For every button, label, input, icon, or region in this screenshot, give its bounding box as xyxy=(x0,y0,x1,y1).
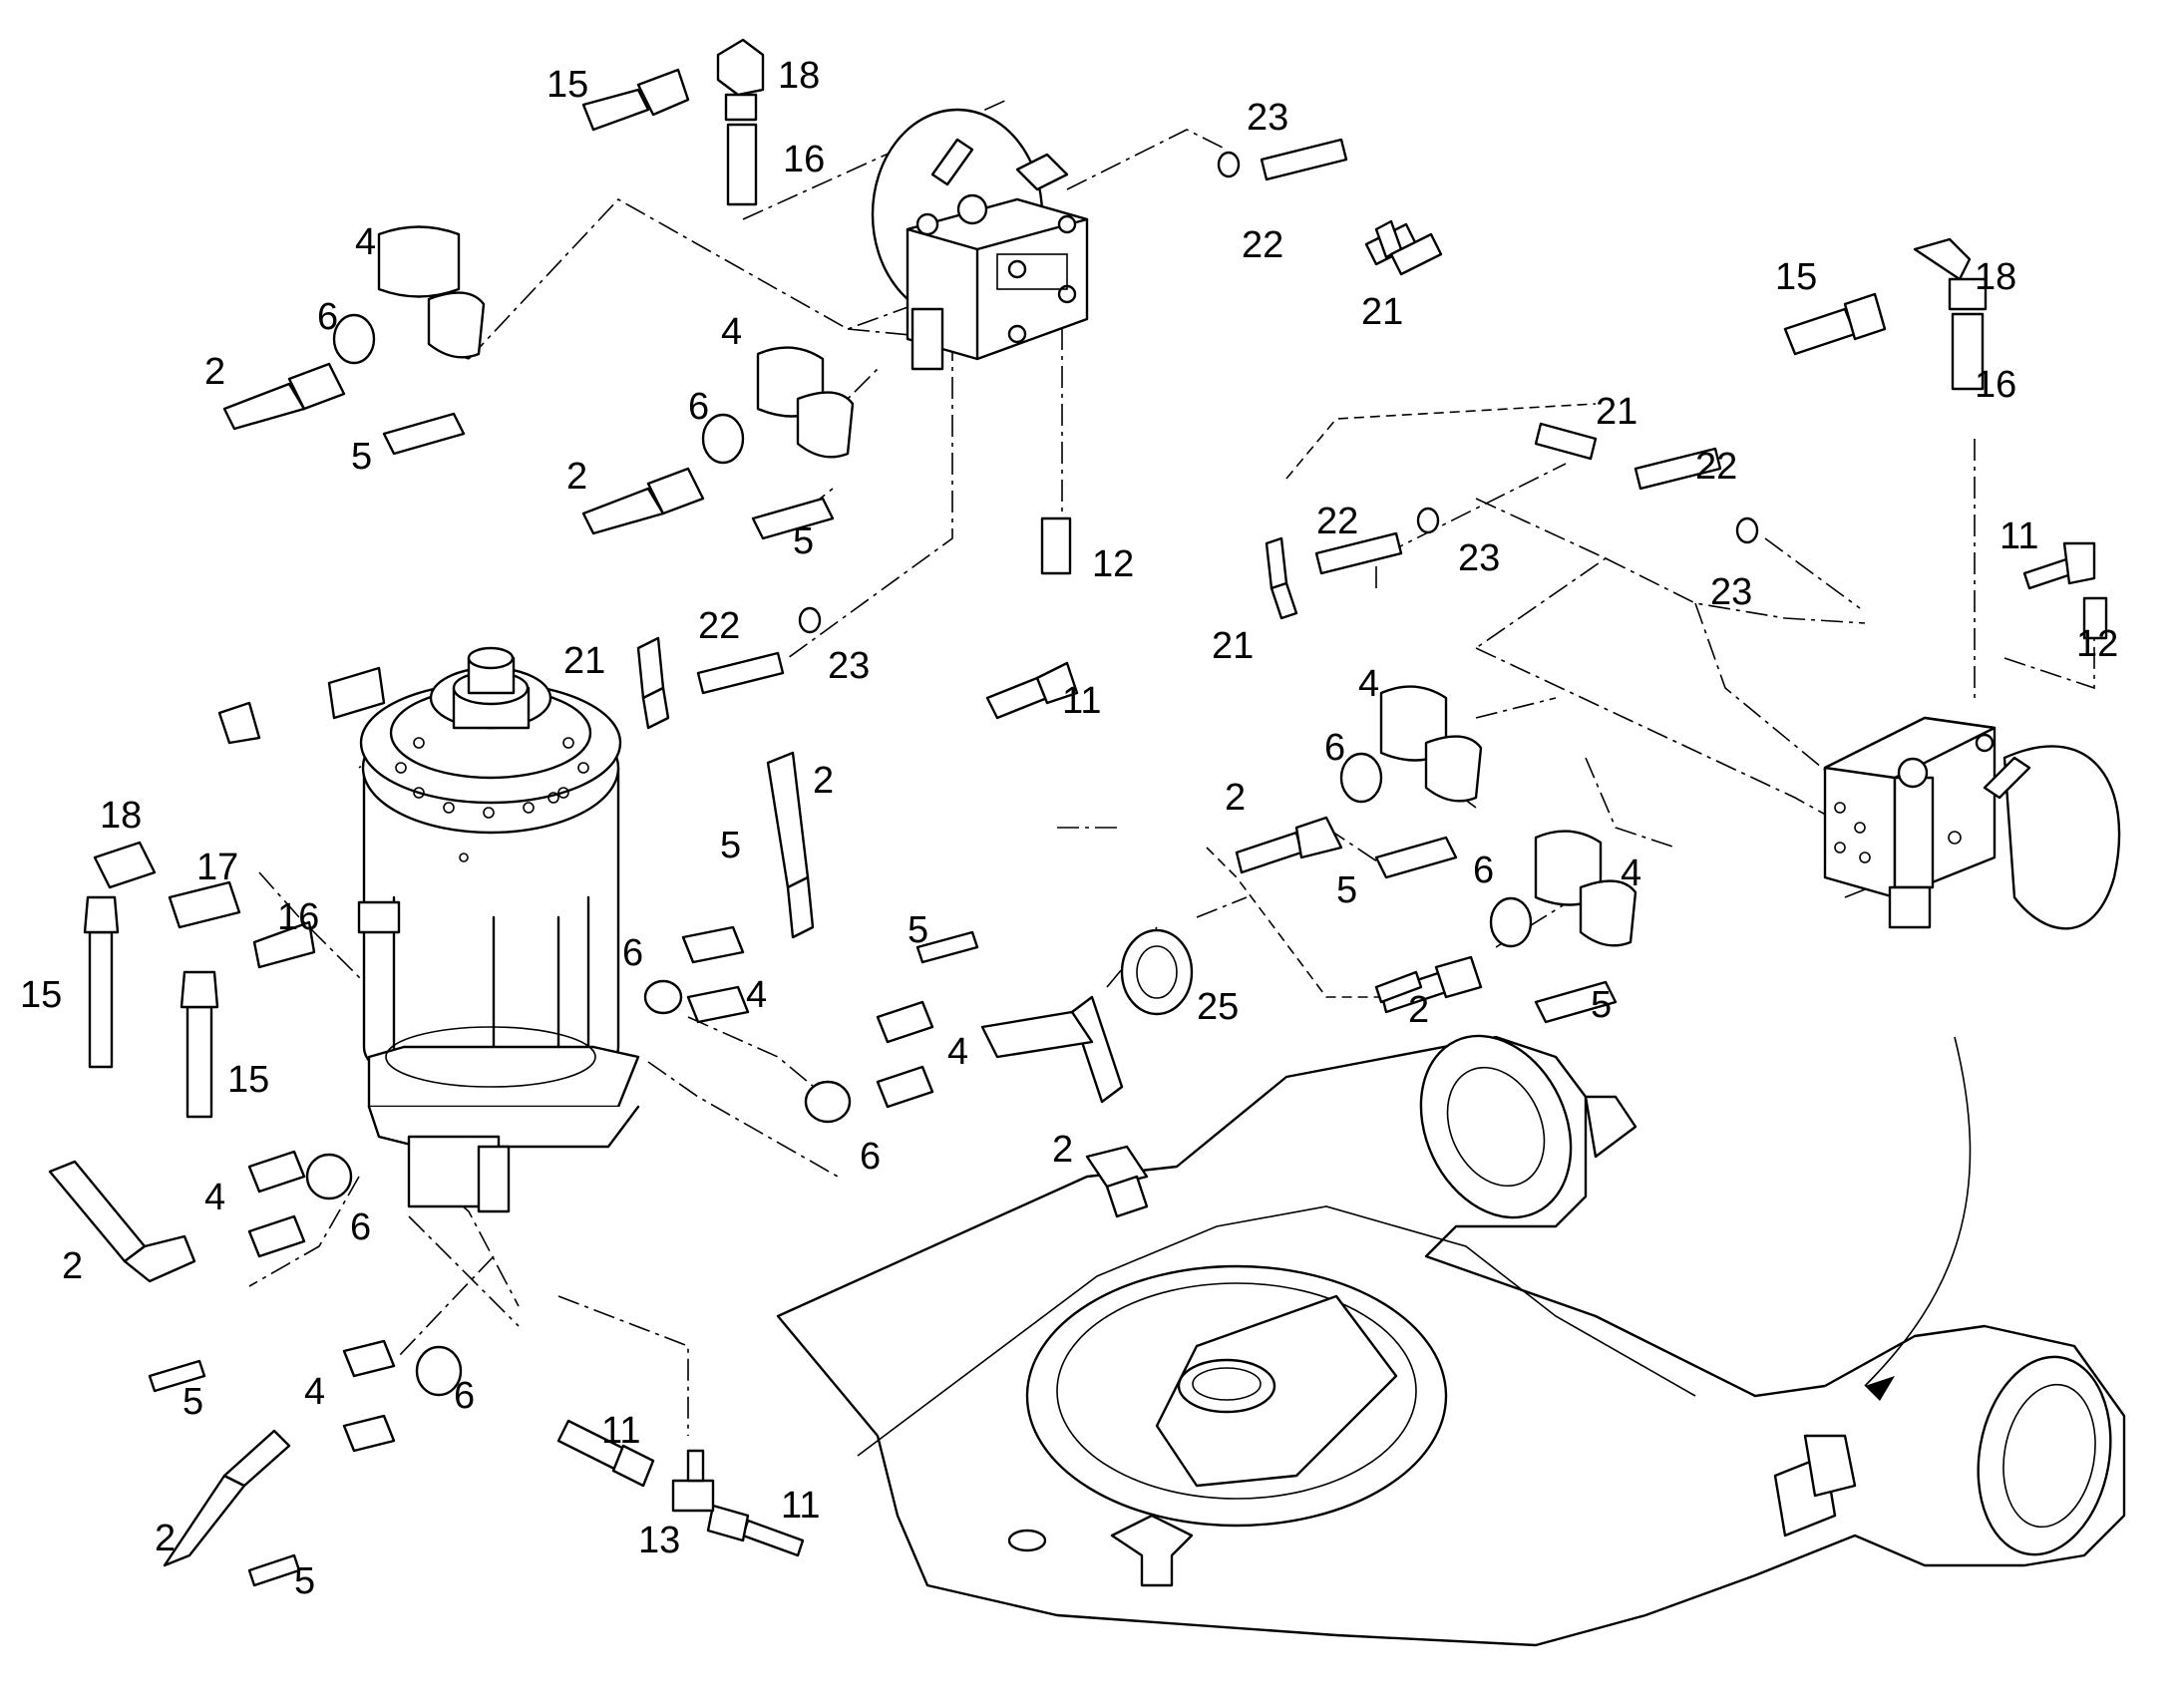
callout-16: 16 xyxy=(783,139,825,180)
callout-25: 25 xyxy=(1197,986,1239,1028)
callout-4: 4 xyxy=(1358,663,1379,705)
callout-21: 21 xyxy=(1212,625,1254,667)
callout-15: 15 xyxy=(20,974,62,1016)
callout-22: 22 xyxy=(1695,446,1737,488)
callout-6: 6 xyxy=(454,1375,475,1417)
callout-4: 4 xyxy=(355,221,376,263)
callout-12: 12 xyxy=(1092,543,1134,585)
callout-15: 15 xyxy=(1775,256,1817,298)
callout-5: 5 xyxy=(1336,869,1357,911)
callout-4: 4 xyxy=(304,1371,325,1413)
callout-6: 6 xyxy=(1473,850,1494,891)
callout-13: 13 xyxy=(638,1520,680,1561)
callout-6: 6 xyxy=(350,1206,371,1248)
callout-6: 6 xyxy=(1324,727,1345,769)
hoses xyxy=(48,68,2096,1567)
axle-housing xyxy=(776,1034,2126,1647)
callout-23: 23 xyxy=(1710,571,1752,613)
callout-6: 6 xyxy=(860,1136,881,1178)
callout-12: 12 xyxy=(2076,623,2118,665)
callout-23: 23 xyxy=(1458,537,1500,579)
callout-18: 18 xyxy=(1975,256,2016,298)
callout-15: 15 xyxy=(546,64,588,106)
callout-21: 21 xyxy=(1361,291,1403,333)
callout-4: 4 xyxy=(721,311,742,353)
callout-23: 23 xyxy=(828,645,870,687)
callout-6: 6 xyxy=(317,296,338,338)
valve-block-right xyxy=(1823,716,2121,930)
callout-5: 5 xyxy=(182,1381,203,1423)
callout-4: 4 xyxy=(746,974,767,1016)
callout-22: 22 xyxy=(1242,224,1283,266)
callout-15: 15 xyxy=(227,1059,269,1101)
callout-2: 2 xyxy=(62,1245,83,1287)
callout-5: 5 xyxy=(908,909,928,951)
callout-18: 18 xyxy=(100,795,142,837)
callout-17: 17 xyxy=(196,847,238,888)
callout-21: 21 xyxy=(563,640,605,682)
callout-2: 2 xyxy=(204,351,225,393)
callout-22: 22 xyxy=(1316,501,1358,542)
callout-2: 2 xyxy=(1052,1129,1073,1171)
callout-11: 11 xyxy=(1999,515,2038,557)
callout-23: 23 xyxy=(1247,97,1288,139)
callout-2: 2 xyxy=(566,456,587,498)
valve-block-top xyxy=(871,108,1089,371)
callout-22: 22 xyxy=(698,605,740,647)
callout-16: 16 xyxy=(1975,364,2016,406)
hydraulic-hub-cylinder xyxy=(357,646,640,1213)
callout-11: 11 xyxy=(781,1485,820,1527)
callout-16: 16 xyxy=(277,896,319,938)
fittings xyxy=(93,38,2108,1587)
callout-4: 4 xyxy=(204,1177,225,1218)
callout-5: 5 xyxy=(294,1560,315,1602)
callout-5: 5 xyxy=(351,436,372,478)
callout-5: 5 xyxy=(793,520,814,562)
callout-6: 6 xyxy=(622,932,643,974)
callout-4: 4 xyxy=(947,1031,968,1073)
callout-5: 5 xyxy=(1591,984,1612,1026)
callout-5: 5 xyxy=(720,825,741,866)
callout-2: 2 xyxy=(1408,989,1429,1031)
callout-21: 21 xyxy=(1596,391,1637,433)
callout-2: 2 xyxy=(1225,777,1246,819)
callout-11: 11 xyxy=(1062,680,1101,722)
callout-11: 11 xyxy=(601,1410,640,1452)
callout-4: 4 xyxy=(1621,853,1641,894)
leader-lines xyxy=(248,99,2095,1436)
callout-18: 18 xyxy=(778,55,820,97)
callout-6: 6 xyxy=(688,386,709,428)
callout-2: 2 xyxy=(155,1518,176,1559)
callout-2: 2 xyxy=(813,760,834,802)
